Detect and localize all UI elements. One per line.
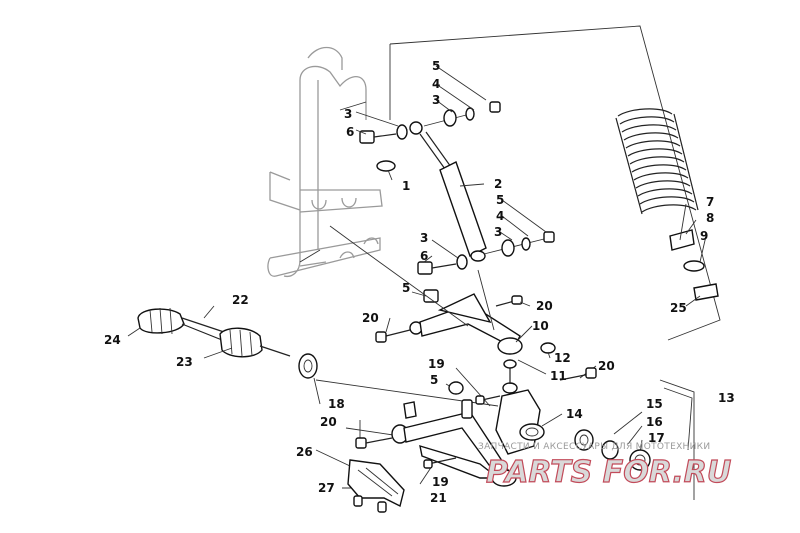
- callout-19: 19: [432, 475, 449, 489]
- callout-27: 27: [318, 481, 335, 495]
- callout-5: 5: [496, 193, 504, 207]
- shock-bushing-1: [376, 160, 396, 172]
- frame-outline: [267, 46, 383, 278]
- callout-4: 4: [496, 209, 504, 223]
- callout-18: 18: [328, 397, 345, 411]
- skid-plate: [347, 459, 405, 513]
- drive-axle: [137, 307, 318, 379]
- callout-6: 6: [420, 249, 428, 263]
- callout-20: 20: [362, 311, 379, 325]
- leader-lines: [127, 65, 707, 489]
- callout-26: 26: [296, 445, 313, 459]
- callout-17: 17: [648, 431, 665, 445]
- callout-20: 20: [598, 359, 615, 373]
- callout-5: 5: [432, 59, 440, 73]
- callout-22: 22: [232, 293, 249, 307]
- callout-8: 8: [706, 211, 714, 225]
- callout-1: 1: [402, 179, 410, 193]
- callout-numbers: 5 4 3 3 6 1 2 5 4 3 3 6 7 8 9 25 22 24 2…: [104, 59, 735, 505]
- callout-23: 23: [176, 355, 193, 369]
- callout-11: 11: [550, 369, 567, 383]
- callout-3: 3: [344, 107, 352, 121]
- callout-21: 21: [430, 491, 447, 505]
- steering-knuckle: [495, 359, 545, 455]
- callout-24: 24: [104, 333, 121, 347]
- wheel-bearings: [574, 429, 651, 471]
- callout-20: 20: [320, 415, 337, 429]
- inset-outline-hub: [659, 379, 695, 500]
- cotter-ring: [540, 342, 556, 354]
- callout-7: 7: [706, 195, 714, 209]
- callout-4: 4: [432, 77, 440, 91]
- lower-shock-hardware: [417, 231, 555, 275]
- callout-6: 6: [346, 125, 354, 139]
- watermark-caption: ЗАПЧАСТИ И АКСЕССУАРЫ ДЛЯ МОТОТЕХНИКИ: [478, 442, 710, 452]
- callout-15: 15: [646, 397, 663, 411]
- callout-14: 14: [566, 407, 583, 421]
- callout-25: 25: [670, 301, 687, 315]
- lower-a-arm: [355, 367, 597, 487]
- watermark-logo: PARTS FOR.RU: [486, 455, 731, 490]
- watermark: ЗАПЧАСТИ И АКСЕССУАРЫ ДЛЯ МОТОТЕХНИКИ PA…: [478, 442, 732, 491]
- callout-3: 3: [432, 93, 440, 107]
- spring-seats: [669, 229, 719, 301]
- coil-spring: [615, 108, 699, 215]
- upper-shock-hardware: [359, 101, 501, 172]
- callout-13: 13: [718, 391, 735, 405]
- callout-20: 20: [536, 299, 553, 313]
- callout-5: 5: [430, 373, 438, 387]
- inset-outline-shock: [389, 25, 721, 341]
- callout-19: 19: [428, 357, 445, 371]
- shock-absorber: [409, 121, 487, 262]
- callout-2: 2: [494, 177, 502, 191]
- callout-3: 3: [420, 231, 428, 245]
- callout-3: 3: [494, 225, 502, 239]
- callout-9: 9: [700, 229, 708, 243]
- callout-16: 16: [646, 415, 663, 429]
- callout-10: 10: [532, 319, 549, 333]
- callout-5: 5: [402, 281, 410, 295]
- callout-12: 12: [554, 351, 571, 365]
- upper-a-arm: [375, 289, 556, 355]
